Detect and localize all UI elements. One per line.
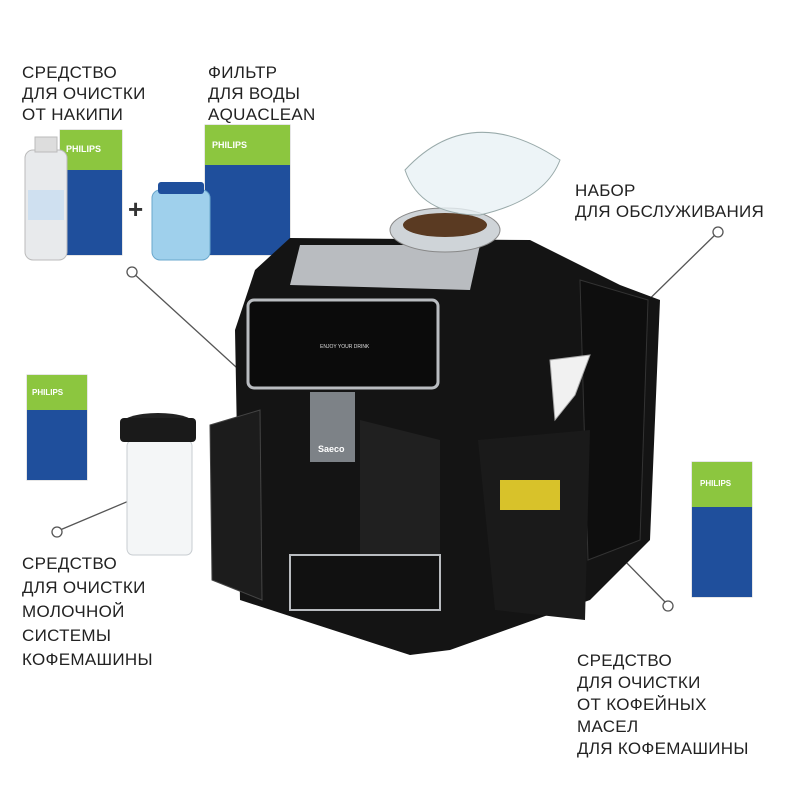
label-line: СРЕДСТВО: [22, 63, 117, 82]
label-line: МАСЕЛ: [577, 717, 639, 736]
callout-dot: [126, 266, 138, 278]
label-descaler: СРЕДСТВО ДЛЯ ОЧИСТКИ ОТ НАКИПИ: [22, 62, 146, 125]
oil-remover-product: PHILIPS: [691, 461, 753, 598]
svg-text:PHILIPS: PHILIPS: [212, 140, 247, 150]
label-line: ФИЛЬТР: [208, 63, 278, 82]
label-line: КОФЕМАШИНЫ: [22, 650, 153, 669]
label-line: ДЛЯ ВОДЫ: [208, 84, 301, 103]
label-maintenance-kit: НАБОР ДЛЯ ОБСЛУЖИВАНИЯ: [575, 180, 764, 222]
milk-cleaner-product: PHILIPS: [26, 374, 196, 556]
label-filter: ФИЛЬТР ДЛЯ ВОДЫ AQUACLEAN: [208, 62, 316, 125]
svg-text:PHILIPS: PHILIPS: [700, 479, 732, 488]
label-line: ДЛЯ ОЧИСТКИ: [22, 84, 146, 103]
display-text: ENJOY YOUR DRINK: [320, 344, 370, 350]
label-line: ДЛЯ ОЧИСТКИ: [22, 578, 146, 597]
label-line: ОТ НАКИПИ: [22, 105, 124, 124]
descaler-product: PHILIPS: [24, 129, 123, 261]
callout-dot: [712, 226, 724, 238]
label-line: ДЛЯ ОЧИСТКИ: [577, 673, 701, 692]
plus-sign: +: [128, 194, 143, 224]
label-line: AQUACLEAN: [208, 105, 316, 124]
callout-dot: [51, 526, 63, 538]
label-line: СРЕДСТВО: [22, 554, 117, 573]
machine-brand: Saeco: [318, 444, 345, 454]
label-line: ОТ КОФЕЙНЫХ: [577, 695, 707, 714]
label-line: ДЛЯ ОБСЛУЖИВАНИЯ: [575, 202, 765, 221]
callout-dot: [662, 600, 674, 612]
label-oil-remover: СРЕДСТВО ДЛЯ ОЧИСТКИ ОТ КОФЕЙНЫХ МАСЕЛ Д…: [577, 650, 749, 760]
label-line: СИСТЕМЫ: [22, 626, 112, 645]
coffee-machine: ENJOY YOUR DRINK Saeco: [209, 131, 660, 655]
aquaclean-filter-product: PHILIPS: [151, 124, 291, 261]
label-line: ДЛЯ КОФЕМАШИНЫ: [577, 739, 749, 758]
label-milk-cleaner: СРЕДСТВО ДЛЯ ОЧИСТКИ МОЛОЧНОЙ СИСТЕМЫ КО…: [22, 552, 153, 672]
label-line: МОЛОЧНОЙ: [22, 602, 125, 621]
svg-text:PHILIPS: PHILIPS: [32, 388, 64, 397]
label-line: НАБОР: [575, 181, 636, 200]
label-line: СРЕДСТВО: [577, 651, 672, 670]
svg-text:PHILIPS: PHILIPS: [66, 144, 101, 154]
